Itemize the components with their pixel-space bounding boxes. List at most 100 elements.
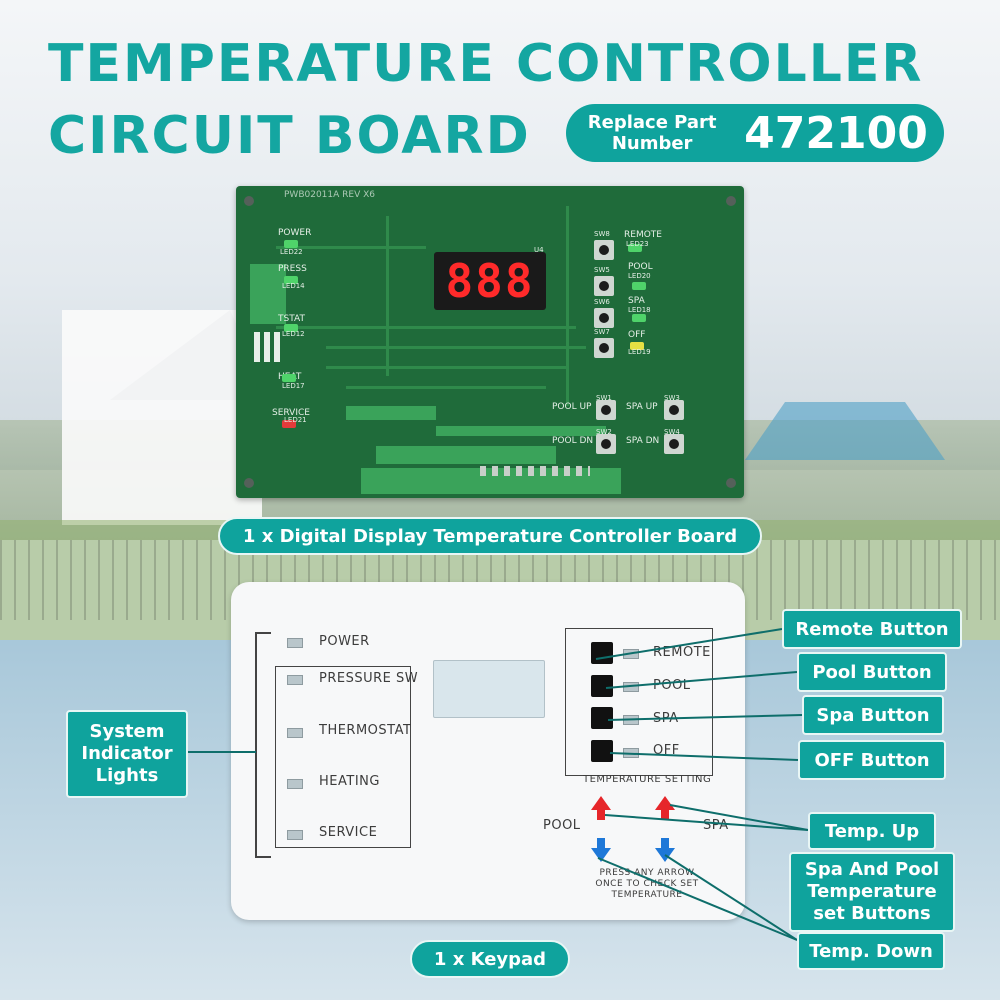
keypad-off-button[interactable] bbox=[591, 740, 613, 762]
board-label-sw3: SW3 bbox=[664, 394, 680, 402]
led-press bbox=[284, 276, 298, 284]
board-label-tstat: TSTAT bbox=[278, 314, 305, 324]
spa-down-arrow-icon[interactable] bbox=[655, 848, 675, 862]
indicator-label-heating: HEATING bbox=[319, 774, 380, 789]
led-heat bbox=[282, 374, 296, 382]
mode-label-pool: POOL bbox=[653, 678, 691, 693]
board-label-sw1: SW1 bbox=[596, 394, 612, 402]
spa-temp-label: SPA bbox=[703, 818, 729, 833]
mode-led-spa bbox=[623, 715, 639, 725]
indicator-label-power: POWER bbox=[319, 634, 370, 649]
indicator-label-pressure: PRESSURE SW bbox=[319, 671, 419, 686]
board-label-sw8: SW8 bbox=[594, 230, 610, 238]
arrow-instruction: PRESS ANY ARROW ONCE TO CHECK SET TEMPER… bbox=[595, 868, 699, 900]
board-silkscreen: PWB02011A REV X6 bbox=[284, 190, 375, 200]
board-label-power: POWER bbox=[278, 228, 312, 238]
board-button-spa-dn bbox=[664, 434, 684, 454]
mode-label-spa: SPA bbox=[653, 711, 679, 726]
spa-up-arrow-icon[interactable] bbox=[655, 796, 675, 810]
board-caption: 1 x Digital Display Temperature Controll… bbox=[218, 517, 762, 555]
house bbox=[62, 310, 262, 525]
board-button-spa bbox=[594, 308, 614, 328]
led-remote bbox=[628, 244, 642, 252]
board-label-led14: LED14 bbox=[282, 282, 305, 290]
board-label-u4: U4 bbox=[534, 246, 544, 254]
board-label-pool-dn: POOL DN bbox=[552, 436, 594, 446]
board-label-sw4: SW4 bbox=[664, 428, 680, 436]
indicator-led-service bbox=[287, 830, 303, 840]
pool-up-arrow-icon[interactable] bbox=[591, 796, 611, 810]
board-label-spa: SPA bbox=[628, 296, 645, 306]
board-label-pool: POOL bbox=[628, 262, 653, 272]
board-label-led21: LED21 bbox=[284, 416, 307, 424]
board-label-sw7: SW7 bbox=[594, 328, 610, 336]
callout-off-button: OFF Button bbox=[798, 740, 946, 780]
led-pool bbox=[632, 282, 646, 290]
seven-segment-display: 888 bbox=[434, 252, 546, 310]
board-label-off: OFF bbox=[628, 330, 646, 340]
board-label-sw2: SW2 bbox=[596, 428, 612, 436]
mode-led-pool bbox=[623, 682, 639, 692]
board-label-led23: LED23 bbox=[626, 240, 649, 248]
part-number-value: 472100 bbox=[744, 107, 928, 159]
keypad-display bbox=[433, 660, 545, 718]
board-label-pool-up: POOL UP bbox=[552, 402, 592, 412]
indicator-label-thermostat: THERMOSTAT bbox=[319, 723, 412, 738]
board-button-remote bbox=[594, 240, 614, 260]
board-button-pool bbox=[594, 276, 614, 296]
indicator-bracket bbox=[255, 632, 271, 858]
indicator-led-power bbox=[287, 638, 303, 648]
pool-temp-label: POOL bbox=[543, 818, 581, 833]
mode-led-remote bbox=[623, 649, 639, 659]
keypad-pool-button[interactable] bbox=[591, 675, 613, 697]
temperature-setting-label: TEMPERATURE SETTING bbox=[583, 774, 712, 785]
keypad: POWER PRESSURE SW THERMOSTAT HEATING SER… bbox=[231, 582, 745, 920]
led-tstat bbox=[284, 324, 298, 332]
pool-up-arrow-stem bbox=[597, 810, 605, 820]
callout-temp-up: Temp. Up bbox=[808, 812, 936, 850]
board-label-led18: LED18 bbox=[628, 306, 651, 314]
mode-label-off: OFF bbox=[653, 743, 680, 758]
callout-spa-button: Spa Button bbox=[802, 695, 944, 735]
title-line-2: CIRCUIT BOARD bbox=[48, 106, 531, 166]
board-label-led22: LED22 bbox=[280, 248, 303, 256]
mode-label-remote: REMOTE bbox=[653, 645, 711, 660]
board-label-led12: LED12 bbox=[282, 330, 305, 338]
board-label-sw5: SW5 bbox=[594, 266, 610, 274]
spa-down-arrow-stem bbox=[661, 838, 669, 848]
indicator-group-box bbox=[275, 666, 411, 848]
led-power bbox=[284, 240, 298, 248]
board-label-led17: LED17 bbox=[282, 382, 305, 390]
callout-remote-button: Remote Button bbox=[782, 609, 962, 649]
board-label-press: PRESS bbox=[278, 264, 307, 274]
board-button-pool-up bbox=[596, 400, 616, 420]
led-service bbox=[282, 420, 296, 428]
spa-up-arrow-stem bbox=[661, 810, 669, 820]
board-label-led20: LED20 bbox=[628, 272, 651, 280]
board-button-pool-dn bbox=[596, 434, 616, 454]
circuit-board: PWB02011A REV X6 POWER LED22 PRESS LED14… bbox=[236, 186, 744, 498]
pool-down-arrow-icon[interactable] bbox=[591, 848, 611, 862]
board-label-spa-up: SPA UP bbox=[626, 402, 658, 412]
dip-switch-block bbox=[254, 332, 282, 362]
title-line-1: TEMPERATURE CONTROLLER bbox=[48, 34, 924, 94]
led-off bbox=[630, 342, 644, 350]
callout-pool-button: Pool Button bbox=[797, 652, 947, 692]
keypad-remote-button[interactable] bbox=[591, 642, 613, 664]
indicator-led-heating bbox=[287, 779, 303, 789]
board-label-remote: REMOTE bbox=[624, 230, 662, 240]
board-label-sw6: SW6 bbox=[594, 298, 610, 306]
board-button-off bbox=[594, 338, 614, 358]
board-label-spa-dn: SPA DN bbox=[626, 436, 660, 446]
part-number-label: Replace Part Number bbox=[587, 112, 717, 154]
callout-set-buttons: Spa And Pool Temperature set Buttons bbox=[789, 852, 955, 932]
callout-temp-down: Temp. Down bbox=[797, 932, 945, 970]
connector-pins bbox=[480, 466, 590, 476]
board-label-led19: LED19 bbox=[628, 348, 651, 356]
callout-system-indicator: System Indicator Lights bbox=[66, 710, 188, 798]
keypad-spa-button[interactable] bbox=[591, 707, 613, 729]
board-button-spa-up bbox=[664, 400, 684, 420]
board-label-service: SERVICE bbox=[272, 408, 310, 418]
display-digits: 888 bbox=[445, 254, 535, 308]
indicator-led-pressure bbox=[287, 675, 303, 685]
